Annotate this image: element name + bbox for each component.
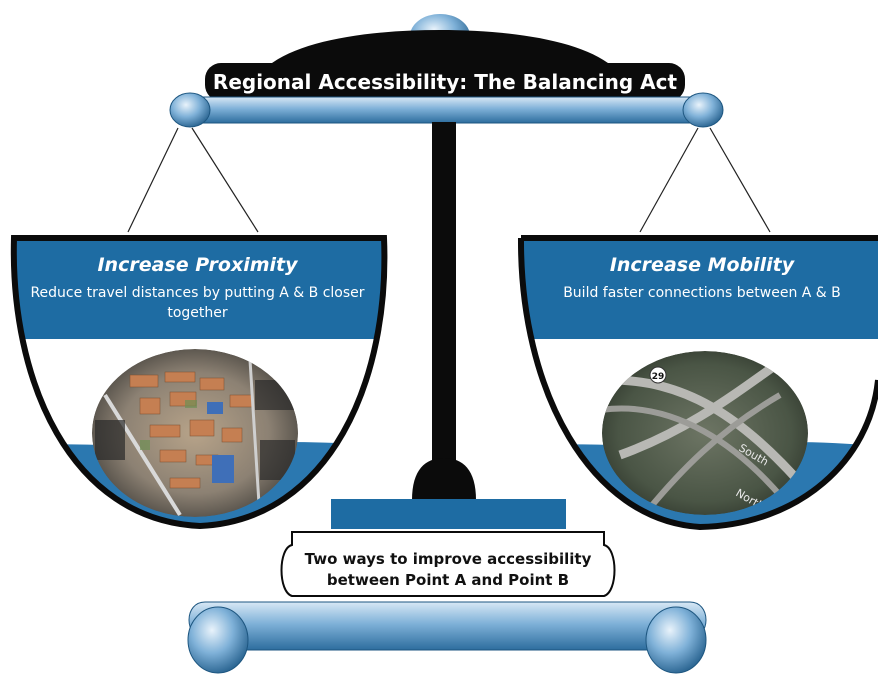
right-foot-roll-icon <box>645 606 707 674</box>
right-beam-end-icon <box>682 92 724 128</box>
left-pan-description: Reduce travel distances by putting A & B… <box>30 285 365 321</box>
route-number-label: 29 <box>652 372 665 382</box>
right-pan-heading: Increase Mobility <box>609 254 795 276</box>
left-foot-roll-icon <box>187 606 249 674</box>
page-title: Regional Accessibility: The Balancing Ac… <box>212 70 678 94</box>
center-post <box>432 122 456 472</box>
right-pan-description: Build faster connections between A & B <box>563 285 841 301</box>
urban-aerial-image <box>92 349 298 517</box>
title-dome <box>268 30 612 66</box>
title-banner <box>205 63 685 101</box>
balance-beam <box>189 96 711 124</box>
right-pan-strings <box>639 127 771 233</box>
left-pan-heading: Increase Proximity <box>97 254 298 276</box>
caption-plaque <box>280 531 616 597</box>
base-top-plate <box>331 499 566 529</box>
highway-aerial-image: 29 South North <box>602 351 808 515</box>
post-base-dome <box>412 458 476 500</box>
left-beam-end-icon <box>169 92 211 128</box>
base-foot <box>188 601 707 651</box>
left-pan-strings <box>127 127 259 233</box>
base-caption: Two ways to improve accessibility betwee… <box>304 550 592 589</box>
